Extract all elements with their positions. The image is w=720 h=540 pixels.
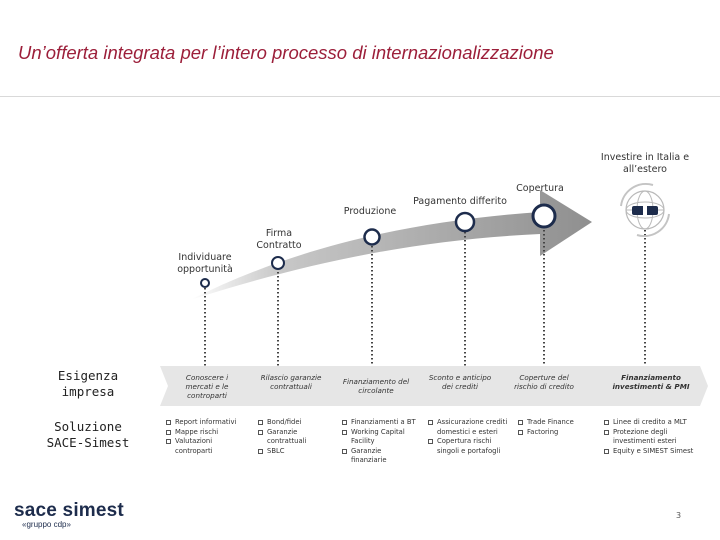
need-tag-4: Sconto e anticipo dei crediti [428, 373, 492, 391]
solution-item: Equity e SIMEST Simest [604, 447, 704, 457]
stage-marker-4 [454, 211, 476, 233]
stage-label-pagamento: Pagamento differito [413, 196, 507, 207]
globe-icon [620, 182, 670, 238]
solution-item: Protezione degli investimenti esteri [604, 428, 704, 447]
solution-item: Factoring [518, 428, 594, 438]
title-divider [0, 96, 720, 97]
page-title: Un’offerta integrata per l’intero proces… [18, 42, 554, 63]
solution-list-6: Linee di credito a MLT Protezione degli … [604, 418, 704, 456]
solution-list-4: Assicurazione crediti domestici e esteri… [428, 418, 508, 456]
page-number: 3 [676, 511, 682, 520]
process-arrow [190, 190, 592, 300]
logo-tagline: «gruppo cdp» [22, 520, 71, 529]
stage-marker-2 [271, 256, 285, 270]
need-tag-1: Conoscere i mercati e le controparti [185, 373, 229, 400]
solution-list-1: Report informativi Mappe rischi Valutazi… [166, 418, 246, 456]
need-tag-2: Rilascio garanzie contrattuali [260, 373, 322, 391]
solution-item: Finanziamenti a BT [342, 418, 416, 428]
solution-list-3: Finanziamenti a BT Working Capital Facil… [342, 418, 416, 466]
solution-item: Report informativi [166, 418, 246, 428]
stage-label-firma: Firma Contratto [256, 228, 302, 251]
stage-markers [200, 203, 557, 288]
solution-item: Valutazioni controparti [166, 437, 246, 456]
solution-item: Assicurazione crediti domestici e esteri [428, 418, 508, 437]
solution-list-5: Trade Finance Factoring [518, 418, 594, 437]
solution-item: Copertura rischi singoli e portafogli [428, 437, 508, 456]
stage-marker-1 [200, 278, 210, 288]
row-label-soluzione: Soluzione SACE-Simest [46, 419, 130, 450]
stage-label-investire: Investire in Italia e all’estero [600, 152, 690, 175]
sace-simest-logo: sace simest «gruppo cdp» [14, 500, 124, 529]
need-tag-5: Coperture del rischio di credito [514, 373, 574, 391]
solution-item: Working Capital Facility [342, 428, 416, 447]
stage-connectors [204, 226, 646, 368]
solution-item: Trade Finance [518, 418, 594, 428]
solution-list-2: Bond/fidei Garanzie contrattuali SBLC [258, 418, 332, 456]
need-tag-3: Finanziamento del circolante [342, 377, 410, 395]
solution-item: Mappe rischi [166, 428, 246, 438]
stage-marker-3 [363, 228, 381, 246]
solution-item: SBLC [258, 447, 332, 457]
stage-label-copertura: Copertura [516, 183, 564, 194]
stage-marker-5 [531, 203, 557, 229]
stage-label-individuare: Individuare opportunità [177, 252, 233, 275]
solution-item: Bond/fidei [258, 418, 332, 428]
solution-item: Garanzie contrattuali [258, 428, 332, 447]
logo-wordmark: sace simest [14, 500, 124, 521]
solution-item: Linee di credito a MLT [604, 418, 704, 428]
stage-label-produzione: Produzione [343, 206, 397, 217]
need-tag-6: Finanziamento investimenti & PMI [612, 373, 690, 391]
row-label-esigenza: Esigenza impresa [57, 368, 119, 399]
solution-item: Garanzie finanziarie [342, 447, 416, 466]
